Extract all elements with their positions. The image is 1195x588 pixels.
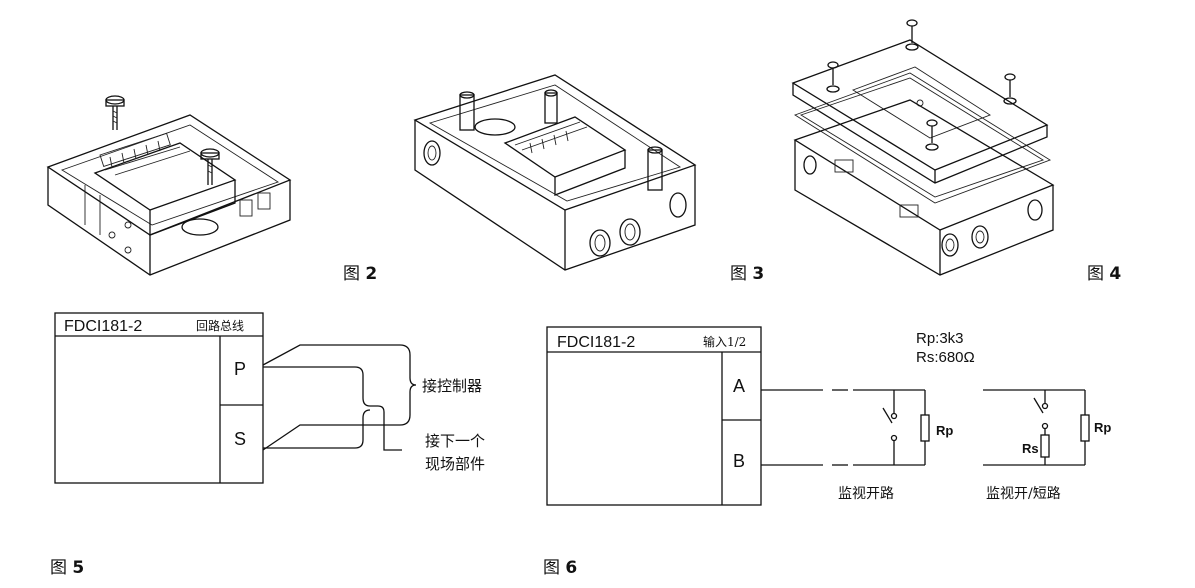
fig6-caption-open-short: 监视开/短路 — [986, 486, 1061, 502]
figure-4-label: 图 4 — [1087, 259, 1121, 284]
figure-6-number: 6 — [565, 558, 578, 578]
fig6-rp-label-1: Rp — [936, 423, 953, 438]
figure-4-number: 4 — [1109, 264, 1122, 284]
fig5-header-note: 回路总线 — [196, 318, 244, 333]
fig6-caption-open: 监视开路 — [838, 486, 894, 502]
fig6-header-note: 输入1/2 — [703, 334, 746, 349]
fig6-input-diagram: FDCI181-2 输入1/2 A B Rp:3k3 Rs:680Ω Rp 监视… — [546, 326, 1111, 506]
figure-6-prefix: 图 — [543, 558, 560, 578]
fig6-circuit-open — [853, 389, 930, 466]
fig5-to-controller: 接控制器 — [422, 377, 482, 395]
fig6-rp-label-2: Rp — [1094, 420, 1111, 435]
fig5-to-next-line2: 现场部件 — [425, 455, 485, 473]
fig5-bus-wires — [262, 344, 417, 451]
fig2-base-drawing — [46, 95, 292, 276]
figure-3-number: 3 — [752, 264, 765, 284]
figure-3-label: 图 3 — [730, 259, 764, 284]
fig6-terminal-b: B — [733, 451, 745, 471]
fig6-device-name: FDCI181-2 — [557, 334, 635, 351]
figure-4-prefix: 图 — [1087, 264, 1104, 284]
fig5-terminal-p: P — [234, 359, 246, 379]
fig6-rs-value: Rs:680Ω — [916, 349, 975, 366]
fig6-device-box — [546, 326, 762, 506]
fig6-terminal-a: A — [733, 376, 745, 396]
fig5-wiring-diagram: FDCI181-2 回路总线 P S 接控制器 接下一个 现场部件 — [54, 312, 485, 484]
fig6-rs-label: Rs — [1022, 441, 1039, 456]
fig5-to-next-line1: 接下一个 — [425, 432, 485, 450]
figure-5-label: 图 5 — [50, 553, 84, 578]
fig4-exploded-drawing — [791, 19, 1055, 276]
fig5-device-name: FDCI181-2 — [64, 318, 142, 335]
figure-2-label: 图 2 — [343, 259, 377, 284]
fig5-device-box — [54, 312, 264, 484]
fig6-rp-value: Rp:3k3 — [916, 330, 964, 347]
fig6-feed-lines — [761, 389, 848, 466]
fig5-terminal-s: S — [234, 429, 246, 449]
fig3-housing-drawing — [413, 74, 697, 271]
figure-3-prefix: 图 — [730, 264, 747, 284]
figure-5-number: 5 — [72, 558, 85, 578]
figure-2-prefix: 图 — [343, 264, 360, 284]
figure-5-prefix: 图 — [50, 558, 67, 578]
figure-2-number: 2 — [365, 264, 378, 284]
fig6-circuit-open-short — [983, 389, 1090, 466]
figure-6-label: 图 6 — [543, 553, 577, 578]
